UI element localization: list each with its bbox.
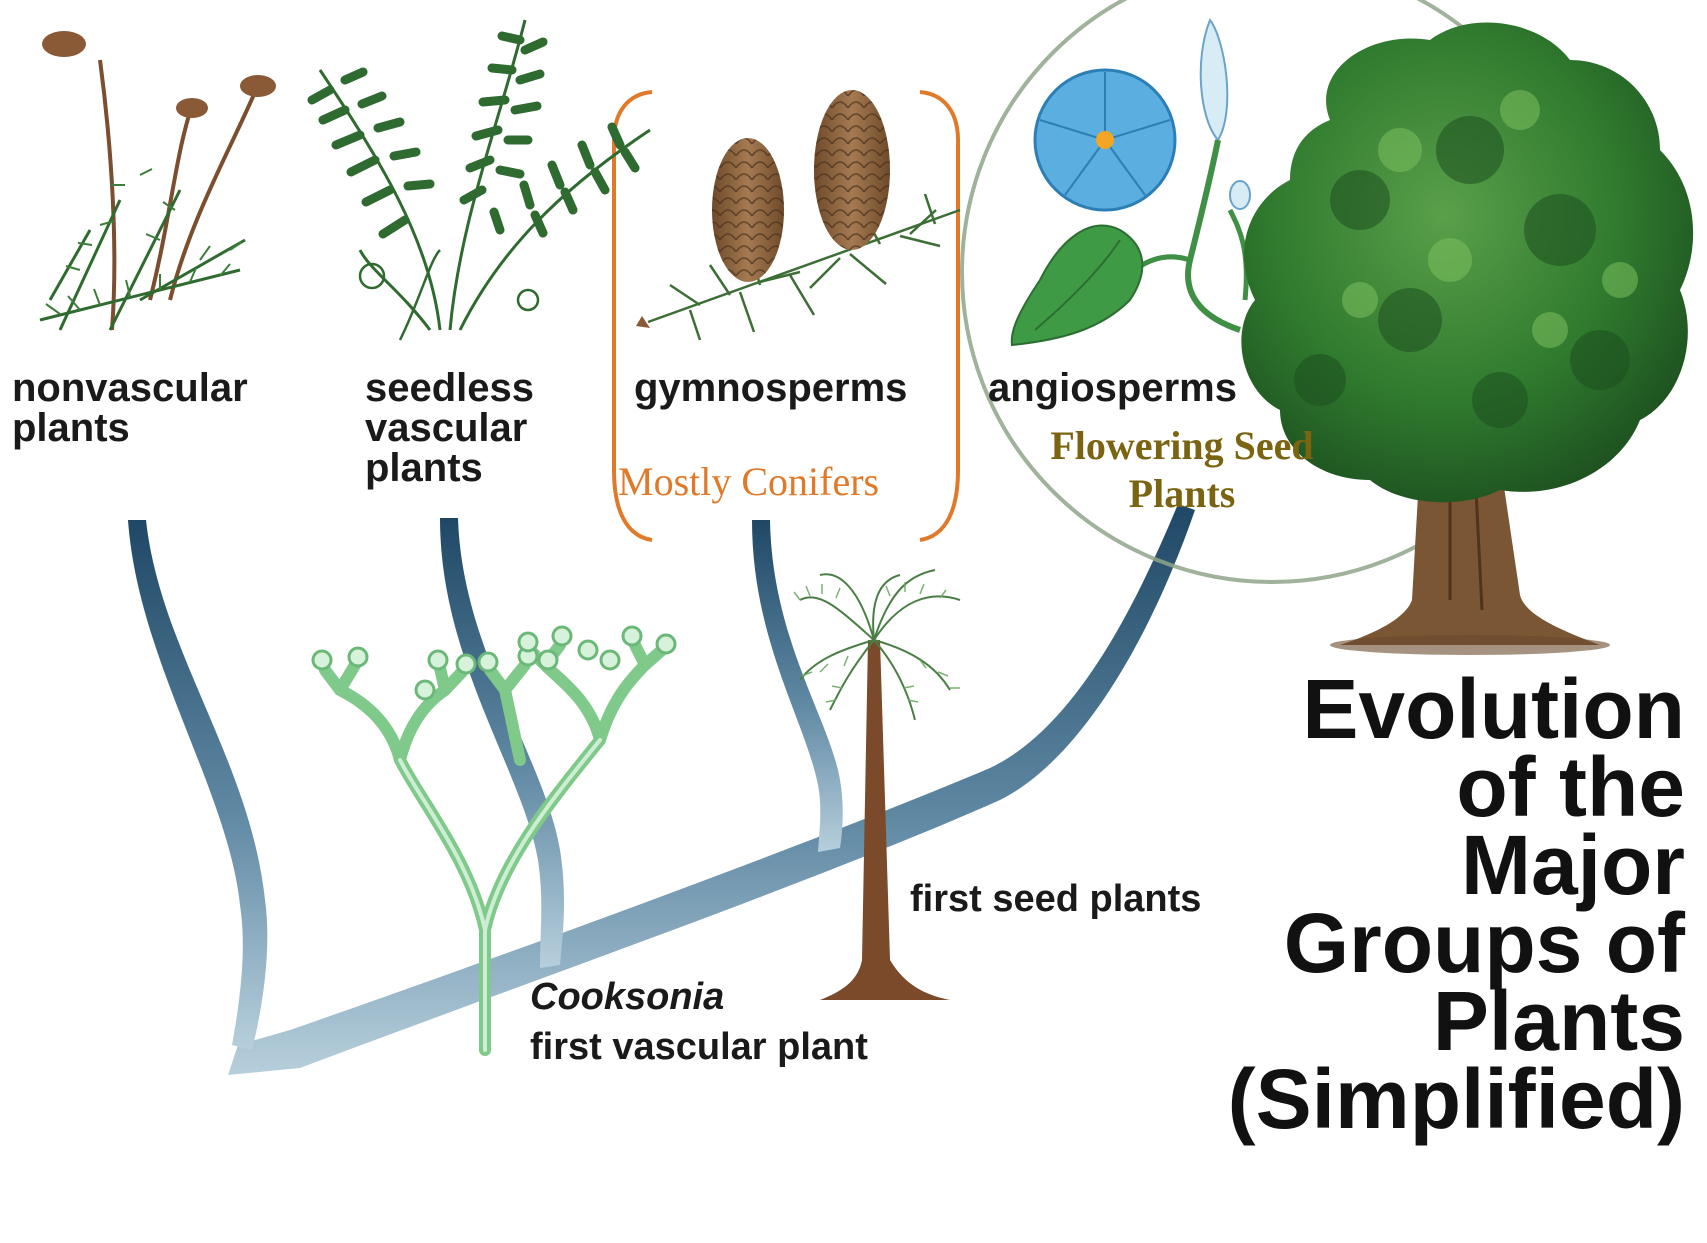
label-line: seedless [365,368,534,408]
branch-gymnosperms [752,520,843,852]
title-line: (Simplified) [1228,1060,1685,1138]
bracket-right [920,92,958,540]
label-line: plants [365,448,534,488]
morning-glory-icon [1012,20,1250,345]
label-cooksonia: Cooksonia [530,978,724,1016]
label-first-vascular-plant: first vascular plant [530,1028,868,1066]
branch-nonvascular [128,520,267,1050]
pine-cone-icon [636,90,960,340]
label-gymnosperms: gymnosperms [634,368,907,408]
label-nonvascular-plants: nonvascular plants [12,368,248,448]
label-first-seed-plants: first seed plants [910,880,1201,918]
label-angiosperms: angiosperms [988,368,1237,408]
label-seedless-vascular-plants: seedless vascular plants [365,368,534,488]
label-line: nonvascular [12,368,248,408]
title-line: Plants [1228,982,1685,1060]
label-line: plants [12,408,248,448]
title-line: Major [1228,826,1685,904]
title-line: Evolution [1228,670,1685,748]
label-line: vascular [365,408,534,448]
note-line: Flowering Seed [1012,422,1352,470]
fern-icon [312,20,650,340]
title-line: of the [1228,748,1685,826]
moss-icon [40,31,276,330]
diagram-title: Evolution of the Major Groups of Plants … [1228,670,1685,1138]
branch-seedless-vascular [440,518,564,968]
note-line: Plants [1012,470,1352,518]
note-flowering-seed-plants: Flowering Seed Plants [1012,422,1352,518]
title-line: Groups of [1228,904,1685,982]
note-mostly-conifers: Mostly Conifers [618,458,879,505]
oak-tree-icon [1241,23,1693,655]
